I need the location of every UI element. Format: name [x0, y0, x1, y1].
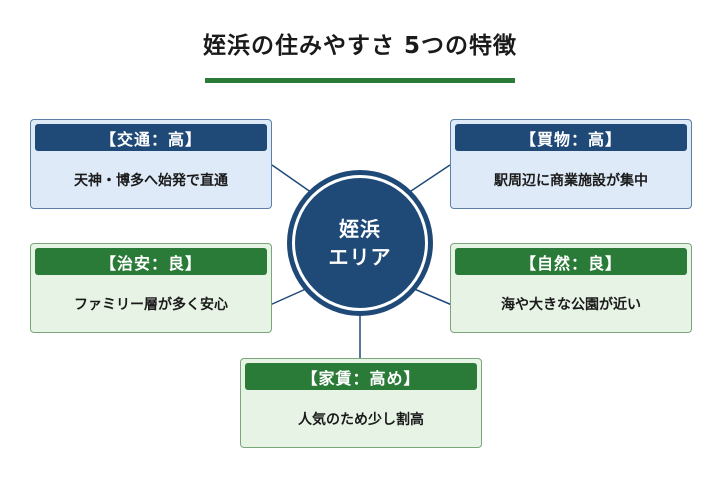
connector-shopping — [404, 164, 451, 196]
card-nature: 【自然：良】 海や大きな公園が近い — [450, 243, 692, 333]
card-transport: 【交通：高】 天神・博多へ始発で直通 — [30, 119, 272, 209]
card-safety: 【治安：良】 ファミリー層が多く安心 — [30, 243, 272, 333]
hub-line-2: エリア — [328, 245, 392, 269]
connector-safety — [269, 287, 309, 306]
card-transport-body: 天神・博多へ始発で直通 — [74, 172, 228, 189]
card-rent-head: 【家賃：高め】 — [245, 363, 477, 390]
card-rent-body: 人気のため少し割高 — [298, 411, 424, 428]
card-nature-body: 海や大きな公園が近い — [501, 296, 641, 313]
card-nature-head: 【自然：良】 — [455, 248, 687, 275]
hub-label: 姪浜 エリア — [287, 170, 433, 316]
card-shopping-head: 【買物：高】 — [455, 124, 687, 151]
hub-line-1: 姪浜 — [339, 217, 381, 241]
hub-ring — [292, 175, 428, 311]
title-underline — [205, 78, 515, 83]
card-safety-body: ファミリー層が多く安心 — [74, 296, 228, 313]
connector-nature — [411, 287, 453, 306]
card-shopping: 【買物：高】 駅周辺に商業施設が集中 — [450, 119, 692, 209]
page-title: 姪浜の住みやすさ 5つの特徴 — [202, 33, 517, 59]
card-rent: 【家賃：高め】 人気のため少し割高 — [240, 358, 482, 448]
card-transport-head: 【交通：高】 — [35, 124, 267, 151]
card-shopping-body: 駅周辺に商業施設が集中 — [494, 172, 648, 189]
card-safety-head: 【治安：良】 — [35, 248, 267, 275]
